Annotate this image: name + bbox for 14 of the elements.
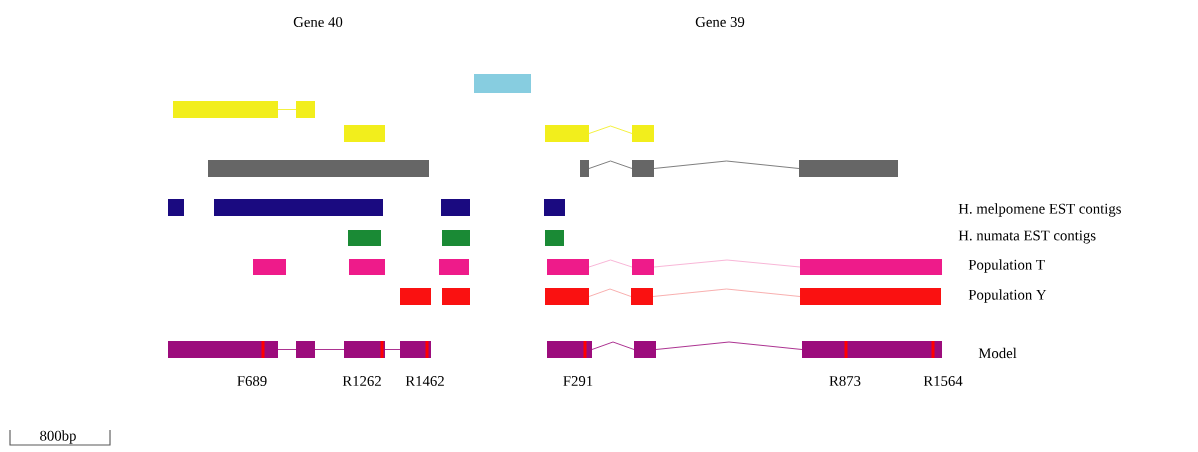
track-label: R1564 [923, 376, 963, 386]
track-label: Model [978, 347, 1017, 359]
track-label: R1262 [342, 376, 381, 386]
track-label: Population Y [968, 289, 1047, 303]
track-label: Gene 40 [293, 17, 343, 27]
track-label: F689 [237, 376, 267, 386]
track-label: F291 [563, 376, 593, 386]
track-label: R1462 [405, 376, 444, 386]
track-label: H. numata EST contigs [958, 230, 1096, 244]
track-label: Gene 39 [695, 17, 745, 27]
track-label: R873 [829, 376, 861, 386]
track-label: Population T [968, 259, 1045, 273]
track-label: H. melpomene EST contigs [958, 203, 1121, 217]
track-label: 800bp [40, 430, 76, 444]
